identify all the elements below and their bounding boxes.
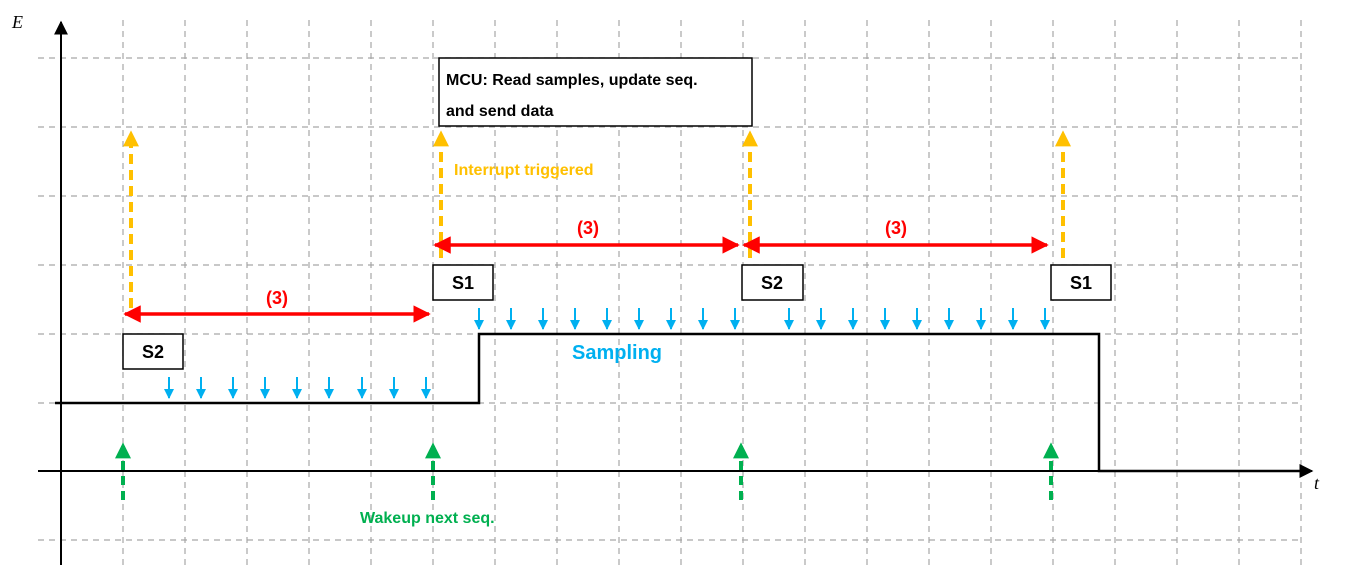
energy-trace [55, 332, 1300, 473]
interrupt-label: Interrupt triggered [454, 162, 594, 179]
mcu-text-line2: and send data [446, 103, 554, 120]
seq-box-label: S2 [761, 273, 783, 293]
sampling-label: Sampling [572, 342, 662, 364]
seq-box-s2-right: S2 [741, 264, 804, 301]
seq-box-label: S2 [142, 342, 164, 362]
wakeup-markers [115, 442, 1059, 500]
seq-box-label: S1 [452, 273, 474, 293]
seq-box-s1-mid: S1 [432, 264, 494, 301]
interval-label: (3) [266, 288, 288, 308]
seq-box-s1-right: S1 [1050, 264, 1112, 301]
y-axis-label: E [11, 12, 23, 32]
wakeup-label: Wakeup next seq. [360, 510, 495, 527]
x-axis-label: t [1314, 473, 1320, 493]
seq-box-s2-left: S2 [122, 333, 184, 370]
sampling-markers [164, 308, 1050, 399]
interval-label: (3) [885, 218, 907, 238]
mcu-box: MCU: Read samples, update seq. and send … [438, 57, 753, 127]
seq-box-label: S1 [1070, 273, 1092, 293]
mcu-text-line1: MCU: Read samples, update seq. [446, 72, 698, 89]
interval-arrows [123, 236, 1049, 323]
interval-label: (3) [577, 218, 599, 238]
